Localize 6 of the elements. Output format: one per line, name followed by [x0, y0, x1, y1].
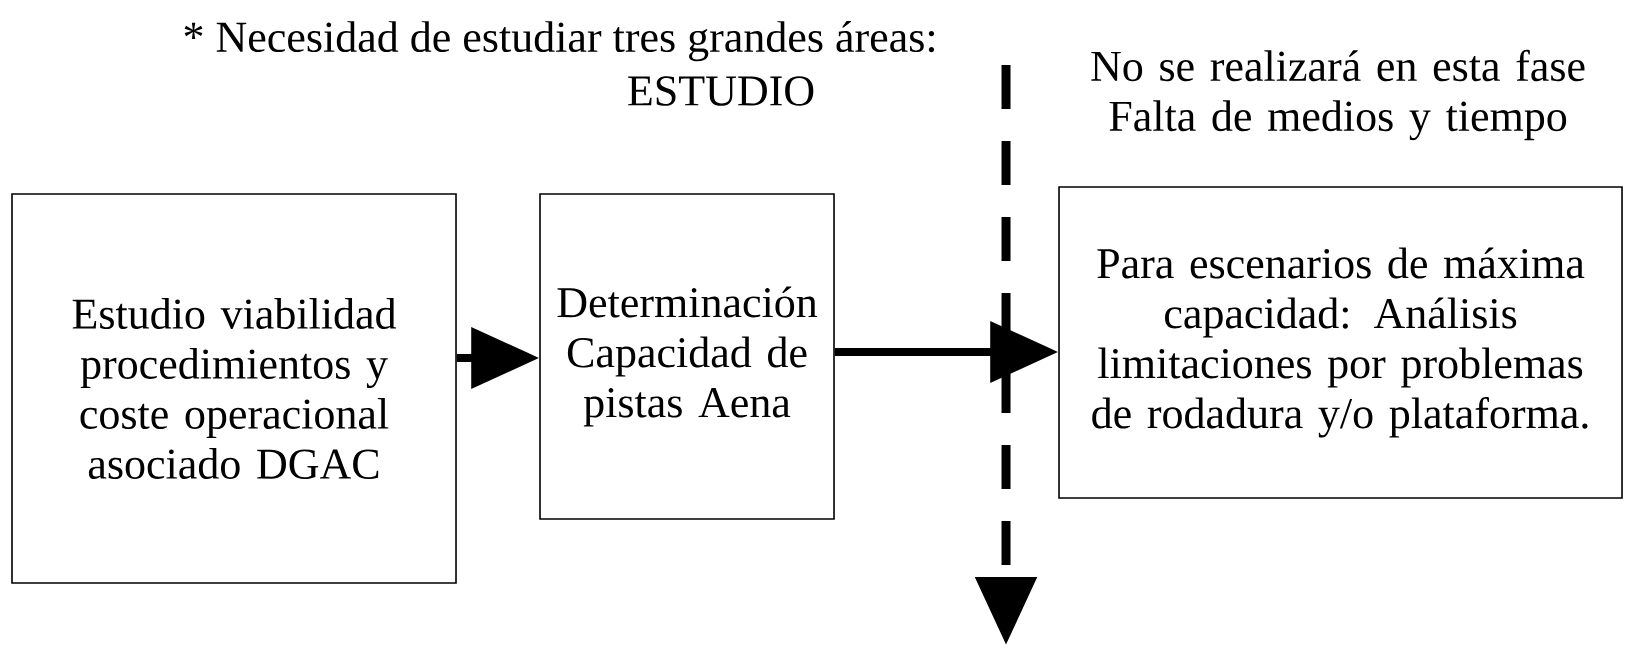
process-box: Determinación Capacidad de pistas Aena — [539, 193, 835, 520]
process-box: Estudio viabilidad procedimientos y coste operacional asociado DGAC — [11, 193, 457, 584]
note-text: No se realizará en esta fase Falta de medios y tiempo — [1091, 49, 1585, 141]
note-text: ESTUDIO — [628, 76, 814, 106]
process-box: Para escenarios de máxima capacidad: Análisis limitaciones por problemas de rodadura y/o plataforma. — [1058, 186, 1623, 499]
heading: * Necesidad de estudiar tres grandes áreas: — [184, 21, 934, 62]
